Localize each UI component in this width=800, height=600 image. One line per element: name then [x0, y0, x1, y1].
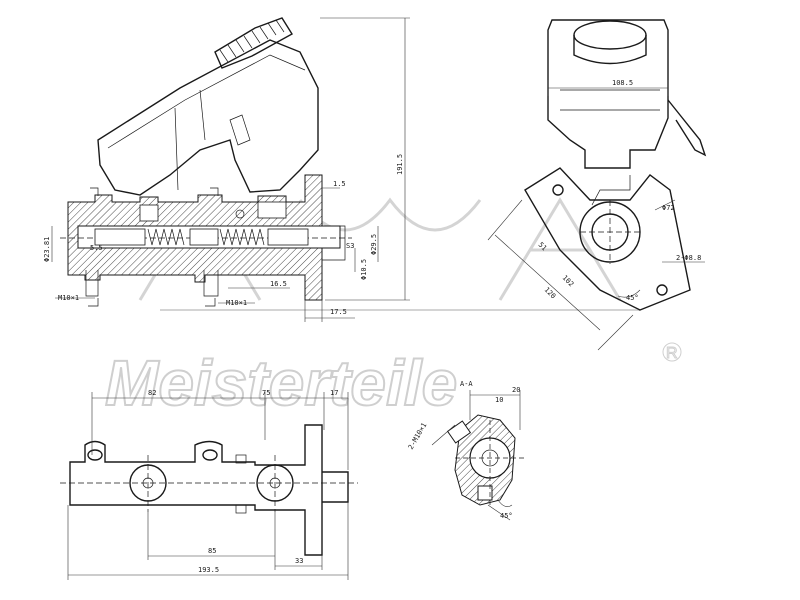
dim-s-right: S3 — [346, 242, 354, 250]
dim-thread-left: M10×1 — [58, 294, 79, 302]
reservoir — [97, 17, 319, 196]
dim-thread-right: M10×1 — [226, 299, 247, 307]
end-view: 108.5 Φ72 2-Φ8.8 51 102 120 45° — [487, 19, 707, 351]
dim-port-small: Φ10.5 — [360, 259, 368, 280]
dim-len-b: 75 — [262, 389, 270, 397]
dim-width-top: 108.5 — [612, 79, 633, 87]
dim-size-c: 120 — [543, 286, 558, 301]
dim-angle-end: 45° — [626, 294, 639, 302]
section-body — [446, 414, 525, 506]
dim-len-e: 33 — [295, 557, 303, 565]
dim-flange-gap: 1.5 — [333, 180, 346, 188]
top-view-dimensions: 82 75 17 85 33 193.5 — [67, 389, 349, 580]
dim-size-a: 51 — [537, 241, 549, 253]
dim-s-left: 5.5 — [90, 244, 103, 252]
end-flange — [524, 167, 691, 311]
dim-height-total: 191.5 — [396, 154, 404, 175]
side-view-dimensions: 191.5 1.5 Φ23.81 Φ29.5 Φ10.5 5.5 S3 M10×… — [43, 17, 410, 322]
dim-bore-left: Φ23.81 — [43, 237, 51, 262]
dim-section-a: 10 — [495, 396, 503, 404]
registered-mark: R — [666, 345, 678, 362]
dim-bore-right: Φ29.5 — [370, 234, 378, 255]
dim-mount-dia: Φ72 — [662, 204, 675, 212]
watermark-brand-text: Meisterteile — [105, 347, 457, 419]
dim-size-b: 102 — [561, 274, 576, 289]
section-title: A-A — [460, 380, 473, 388]
cylinder-body — [60, 174, 352, 301]
reservoir-cap — [214, 17, 293, 69]
dim-flange-thick: 17.5 — [330, 308, 347, 316]
top-body — [60, 424, 358, 556]
dim-offset-mid: 16.5 — [270, 280, 287, 288]
registered-mark-circle — [662, 342, 682, 362]
watermark: Meisterteile R — [104, 197, 682, 420]
dim-section-thread: 2-M10×1 — [407, 421, 429, 451]
side-view: 191.5 1.5 Φ23.81 Φ29.5 Φ10.5 5.5 S3 M10×… — [43, 17, 410, 322]
dim-section-angle: 45° — [500, 512, 513, 520]
top-view: 82 75 17 85 33 193.5 — [60, 389, 358, 580]
dim-len-a: 82 — [148, 389, 156, 397]
dim-len-d: 85 — [208, 547, 216, 555]
dim-len-c: 17 — [330, 389, 338, 397]
dim-hole-dia: 2-Φ8.8 — [676, 254, 701, 262]
end-reservoir — [547, 19, 707, 169]
dim-section-b: 20 — [512, 386, 520, 394]
dim-len-total: 193.5 — [198, 566, 219, 574]
